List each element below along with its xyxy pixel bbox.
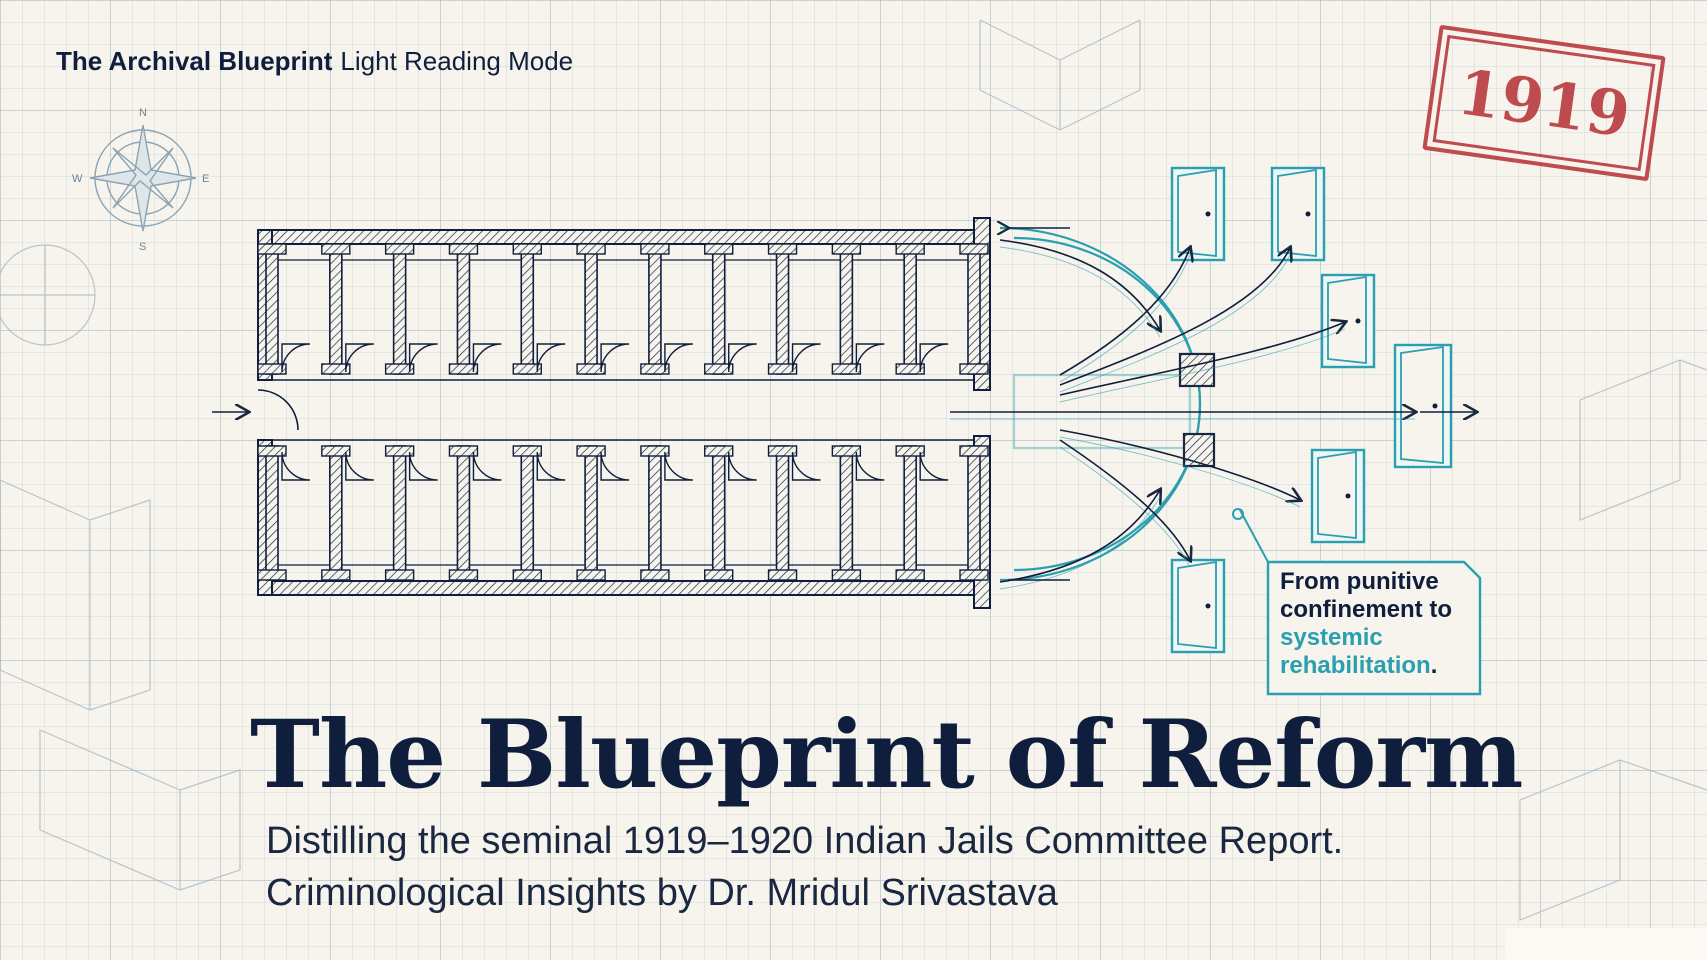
pathway-arrow-shadow (1059, 446, 1191, 568)
cell-door (600, 451, 630, 481)
subtitle-line1: Distilling the seminal 1919–1920 Indian … (266, 820, 1344, 862)
door-icon (1310, 448, 1366, 544)
callout-box (1232, 508, 1482, 696)
cell-partition (648, 445, 662, 581)
callout-text: From punitive confinement to systemic re… (1280, 568, 1460, 680)
cell-block-floorplan (212, 217, 991, 609)
cell-door (664, 343, 693, 373)
compass-rose-icon: N S E W (72, 107, 209, 253)
pathway-arrow (1059, 429, 1300, 500)
cell-door (855, 343, 885, 373)
cell-partition (265, 243, 279, 375)
cell-door (408, 451, 438, 481)
pathway-arrow-shadow (1059, 254, 1291, 393)
cell-door (536, 343, 566, 373)
cell-partition (520, 445, 535, 581)
pathway-arrow-shadow (999, 246, 1161, 338)
cell-partition (903, 243, 917, 375)
cell-partition (903, 445, 917, 581)
cell-door (664, 451, 693, 481)
cell-door (345, 451, 374, 481)
cell-partition (584, 243, 598, 375)
corner-paper-patch (1505, 928, 1707, 960)
svg-text:E: E (202, 173, 209, 185)
cell-door (408, 343, 438, 373)
callout-end: . (1430, 652, 1438, 679)
pathway-arrow (1059, 322, 1345, 396)
cell-partition (839, 445, 854, 581)
cell-door (791, 343, 821, 373)
pathway-arrow (999, 239, 1160, 330)
cell-partition (648, 243, 662, 375)
subtitle-block: Distilling the seminal 1919–1920 Indian … (266, 815, 1343, 919)
reading-mode-label[interactable]: Light Reading Mode (340, 46, 574, 76)
wall-top (257, 229, 991, 245)
cell-door (919, 451, 949, 481)
brand-name: The Archival Blueprint (56, 46, 333, 76)
cell-door (281, 343, 311, 373)
cell-partition (456, 445, 471, 581)
cell-partition (711, 243, 726, 375)
door-icon (1393, 343, 1453, 469)
cell-partition (711, 445, 726, 581)
svg-text:S: S (139, 241, 146, 253)
cell-partition (584, 445, 598, 581)
pathway-arrow-shadow (1059, 436, 1301, 508)
door-icon (1270, 166, 1326, 262)
svg-text:W: W (72, 173, 83, 185)
pathway-arrow (1059, 439, 1190, 560)
background-sketches (0, 19, 1707, 921)
cell-partition (329, 243, 343, 375)
cell-door (728, 451, 757, 481)
svg-text:N: N (139, 107, 147, 119)
cell-door (919, 343, 949, 373)
cell-partition (775, 445, 790, 581)
pathway-arrow-shadow (1059, 254, 1191, 383)
pathway-arrow (1059, 248, 1190, 376)
cell-door (345, 343, 374, 373)
pathway-arrow (999, 490, 1160, 583)
door-icon (1320, 273, 1376, 369)
cell-partition (967, 243, 981, 375)
pathway-arrows (950, 228, 1476, 590)
pathway-arrow-shadow (1059, 328, 1346, 403)
pathway-arrow-shadow (999, 496, 1161, 590)
cell-partition (392, 243, 407, 375)
cell-partition (265, 445, 279, 581)
page-title: The Blueprint of Reform (250, 700, 1523, 810)
cell-partition (967, 445, 981, 581)
door-icon (1170, 166, 1226, 262)
cell-door (855, 451, 885, 481)
cell-partition (839, 243, 854, 375)
callout-line2-prefix: to (1429, 596, 1453, 623)
pathway-arrow (1059, 248, 1290, 386)
subtitle-line2: Criminological Insights by Dr. Mridul Sr… (266, 872, 1058, 914)
cell-door (472, 451, 502, 481)
cell-partition (456, 243, 471, 375)
cell-partition (520, 243, 535, 375)
cell-partition (775, 243, 790, 375)
cell-partition (329, 445, 343, 581)
reform-courtyard (999, 226, 1216, 582)
wall-bottom (257, 580, 991, 596)
cell-door (472, 343, 502, 373)
cell-door (728, 343, 757, 373)
cell-door (281, 451, 311, 481)
cell-door (600, 343, 630, 373)
door-icon (1170, 558, 1226, 654)
callout-highlight: systemic rehabilitation (1280, 624, 1431, 679)
entrance-door (257, 389, 299, 431)
cell-door (791, 451, 821, 481)
callout-line1: From punitive confinement (1280, 568, 1439, 623)
cell-door (536, 451, 566, 481)
cell-partition (392, 445, 407, 581)
